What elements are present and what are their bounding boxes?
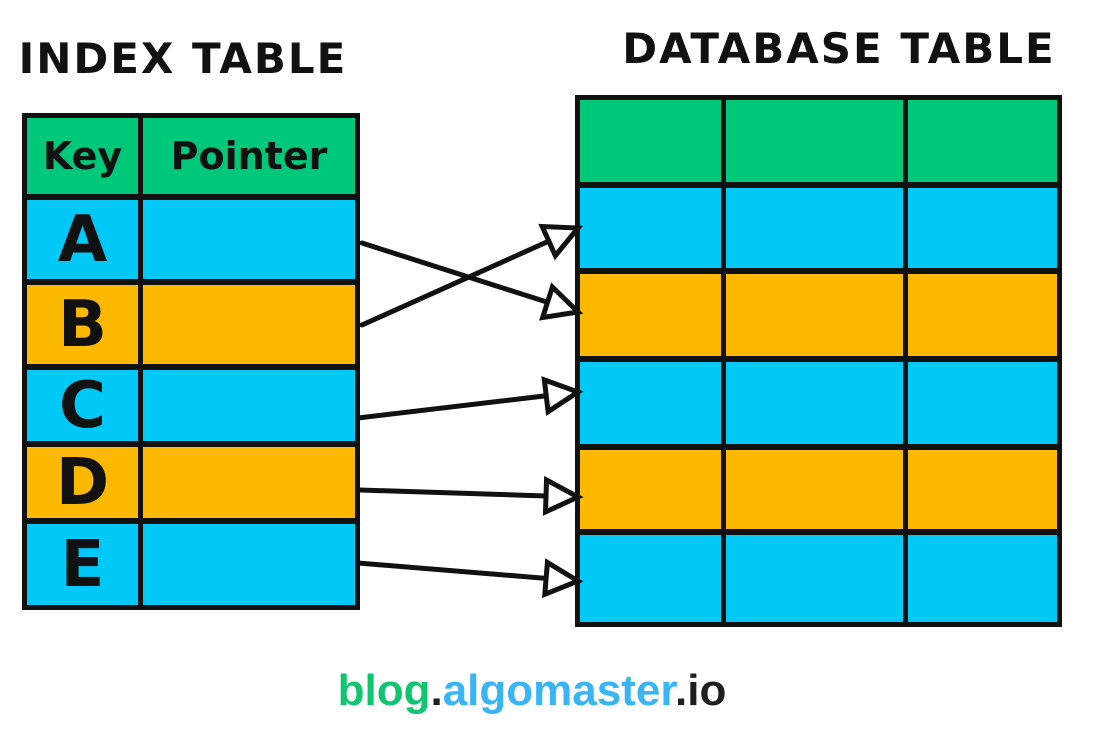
db-cell-r6c1	[580, 535, 721, 622]
db-cell-r4c3	[908, 362, 1057, 444]
db-cell-r1c1	[580, 100, 721, 183]
index-key-cell-D: D	[27, 447, 138, 519]
arrow-A-to-db-row-3	[359, 240, 584, 321]
db-cell-r1c3	[908, 100, 1057, 183]
arrow-B-to-db-row-2	[359, 223, 584, 328]
db-cell-r3c3	[908, 273, 1057, 357]
index-pointer-cell-C	[143, 370, 355, 442]
db-cell-r4c2	[725, 362, 904, 444]
arrow-D-to-db-row-5	[357, 475, 584, 516]
arrow-E-to-db-row-6	[355, 558, 584, 599]
index-row-A: A	[27, 200, 355, 280]
index-row-E: E	[27, 524, 355, 605]
db-row-2	[580, 188, 1057, 268]
db-row-5	[580, 449, 1057, 530]
db-cell-r3c2	[725, 273, 904, 357]
index-pointer-cell-E	[143, 524, 355, 605]
db-cell-r2c1	[580, 188, 721, 268]
index-row-C: C	[27, 370, 355, 442]
footer-segment-dot-3: .	[675, 666, 688, 715]
arrow-C-to-db-row-4	[355, 376, 584, 421]
footer-segment-dot-1: .	[430, 666, 443, 715]
index-pointer-cell-B	[143, 285, 355, 365]
footer-segment-blog: blog	[337, 666, 431, 715]
index-row-D: D	[27, 447, 355, 519]
db-row-1	[580, 100, 1057, 183]
index-header-pointer-cell: Pointer	[143, 118, 355, 195]
db-row-4	[580, 362, 1057, 444]
db-row-6	[580, 535, 1057, 622]
index-key-cell-B: B	[27, 285, 138, 365]
footer-segment-algomaster: algomaster	[442, 666, 676, 715]
database-table-title: DATABASE TABLE	[622, 24, 1056, 73]
index-pointer-cell-A	[143, 200, 355, 280]
index-key-cell-C: C	[27, 370, 138, 442]
db-cell-r5c1	[580, 449, 721, 530]
db-cell-r5c2	[725, 449, 904, 530]
index-pointer-cell-D	[143, 447, 355, 519]
db-cell-r3c1	[580, 273, 721, 357]
index-key-cell-E: E	[27, 524, 138, 605]
index-key-cell-A: A	[27, 200, 138, 280]
database-table	[575, 95, 1062, 627]
db-cell-r2c2	[725, 188, 904, 268]
db-cell-r1c2	[725, 100, 904, 183]
footer-brand: blog.algomaster.io	[338, 666, 727, 716]
index-row-B: B	[27, 285, 355, 365]
db-row-3	[580, 273, 1057, 357]
db-cell-r6c2	[725, 535, 904, 622]
db-cell-r2c3	[908, 188, 1057, 268]
db-cell-r5c3	[908, 449, 1057, 530]
index-header-key-cell: Key	[27, 118, 138, 195]
index-table-title: INDEX TABLE	[18, 34, 348, 83]
db-cell-r6c3	[908, 535, 1057, 622]
footer-segment-io: io	[687, 666, 727, 715]
db-cell-r4c1	[580, 362, 721, 444]
